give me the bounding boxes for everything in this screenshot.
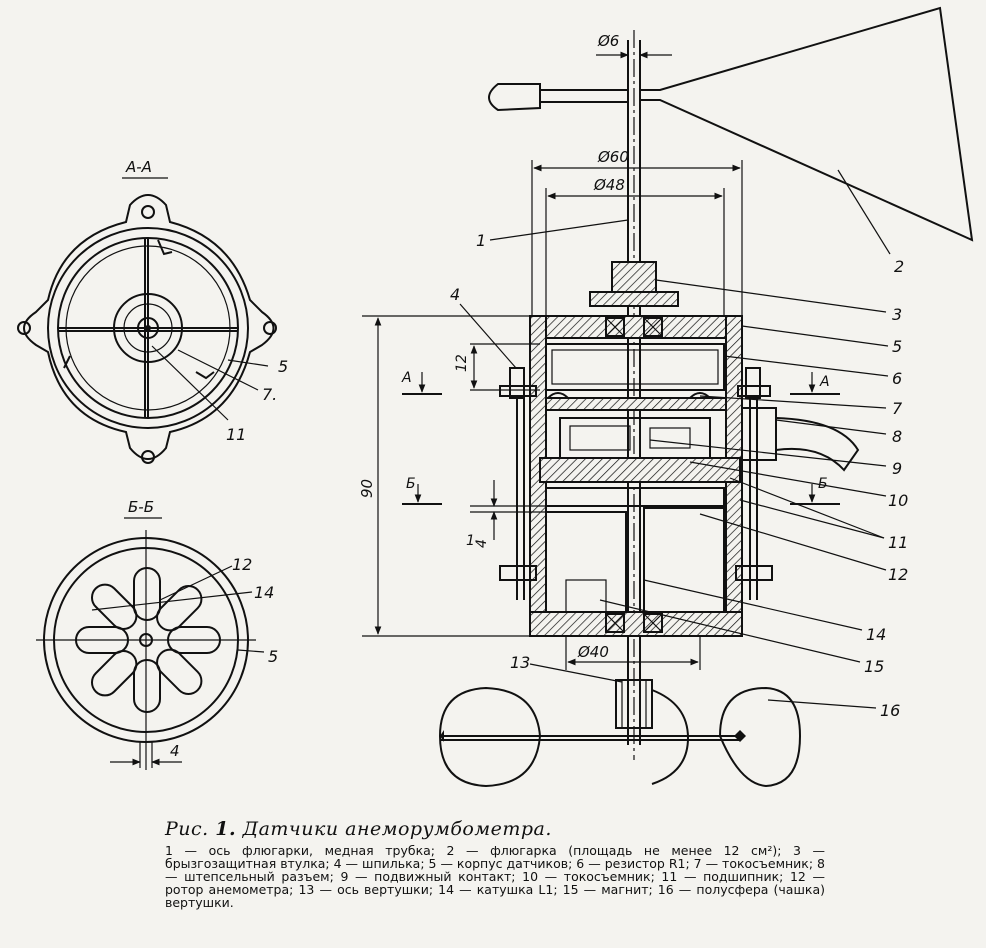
dim-h4: 4 bbox=[474, 539, 490, 548]
aa-callout-5: 5 bbox=[278, 357, 288, 376]
callout-7: 7 bbox=[892, 399, 903, 418]
callout-14: 14 bbox=[866, 625, 886, 644]
callout-12: 12 bbox=[888, 565, 908, 584]
callout-8: 8 bbox=[892, 427, 902, 446]
bb-callout-12: 12 bbox=[232, 555, 252, 574]
dim-h90: 90 bbox=[358, 479, 376, 498]
caption-number: 1. bbox=[215, 818, 237, 840]
callout-9: 9 bbox=[892, 459, 902, 478]
callout-3: 3 bbox=[892, 305, 902, 324]
dim-d40: Ø40 bbox=[577, 643, 609, 661]
section-aa-label: А-А bbox=[125, 158, 152, 176]
callout-16: 16 bbox=[880, 701, 900, 720]
callout-13: 13 bbox=[510, 653, 530, 672]
main-section-view: Ø6 Ø60 Ø48 bbox=[358, 6, 974, 788]
callout-10: 10 bbox=[888, 491, 908, 510]
aa-flange-outline bbox=[23, 194, 275, 460]
callout-4: 4 bbox=[450, 285, 460, 304]
caption-prefix: Рис. bbox=[165, 818, 209, 840]
section-bb-label: Б-Б bbox=[128, 498, 154, 516]
callout-6: 6 bbox=[892, 369, 902, 388]
dim-d48: Ø48 bbox=[593, 176, 625, 194]
caption-title: Рис. 1. Датчики анеморумбометра. bbox=[165, 818, 825, 840]
cut-label-a-right: А bbox=[819, 374, 830, 390]
bb-dim-4: 4 bbox=[170, 742, 180, 760]
dim-h1: 1 bbox=[466, 533, 475, 549]
dim-h12: 12 bbox=[454, 354, 470, 372]
figure-caption: Рис. 1. Датчики анеморумбометра. 1 — ось… bbox=[165, 818, 825, 909]
callout-5: 5 bbox=[892, 337, 902, 356]
section-bb-view: Б-Б 4 12 14 5 bbox=[36, 498, 278, 770]
dim-d6: Ø6 bbox=[597, 32, 619, 50]
caption-body: 1 — ось флюгарки, медная трубка; 2 — флю… bbox=[165, 843, 825, 910]
callout-15: 15 bbox=[864, 657, 884, 676]
aa-callout-11: 11 bbox=[226, 425, 246, 444]
caption-title-text: Датчики анеморумбометра. bbox=[242, 818, 552, 840]
callout-1: 1 bbox=[476, 231, 486, 250]
bb-callout-14: 14 bbox=[254, 583, 274, 602]
callout-2: 2 bbox=[894, 257, 904, 276]
section-aa-view: А-А 5 7. 11 bbox=[17, 158, 288, 464]
cut-label-a-left: А bbox=[401, 370, 412, 386]
cut-label-b-right: Б bbox=[818, 476, 828, 492]
callout-11: 11 bbox=[888, 533, 908, 552]
cut-label-b-left: Б bbox=[406, 476, 416, 492]
aa-callout-7: 7. bbox=[262, 385, 277, 404]
dim-d60: Ø60 bbox=[597, 148, 629, 166]
bb-callout-5: 5 bbox=[268, 647, 278, 666]
